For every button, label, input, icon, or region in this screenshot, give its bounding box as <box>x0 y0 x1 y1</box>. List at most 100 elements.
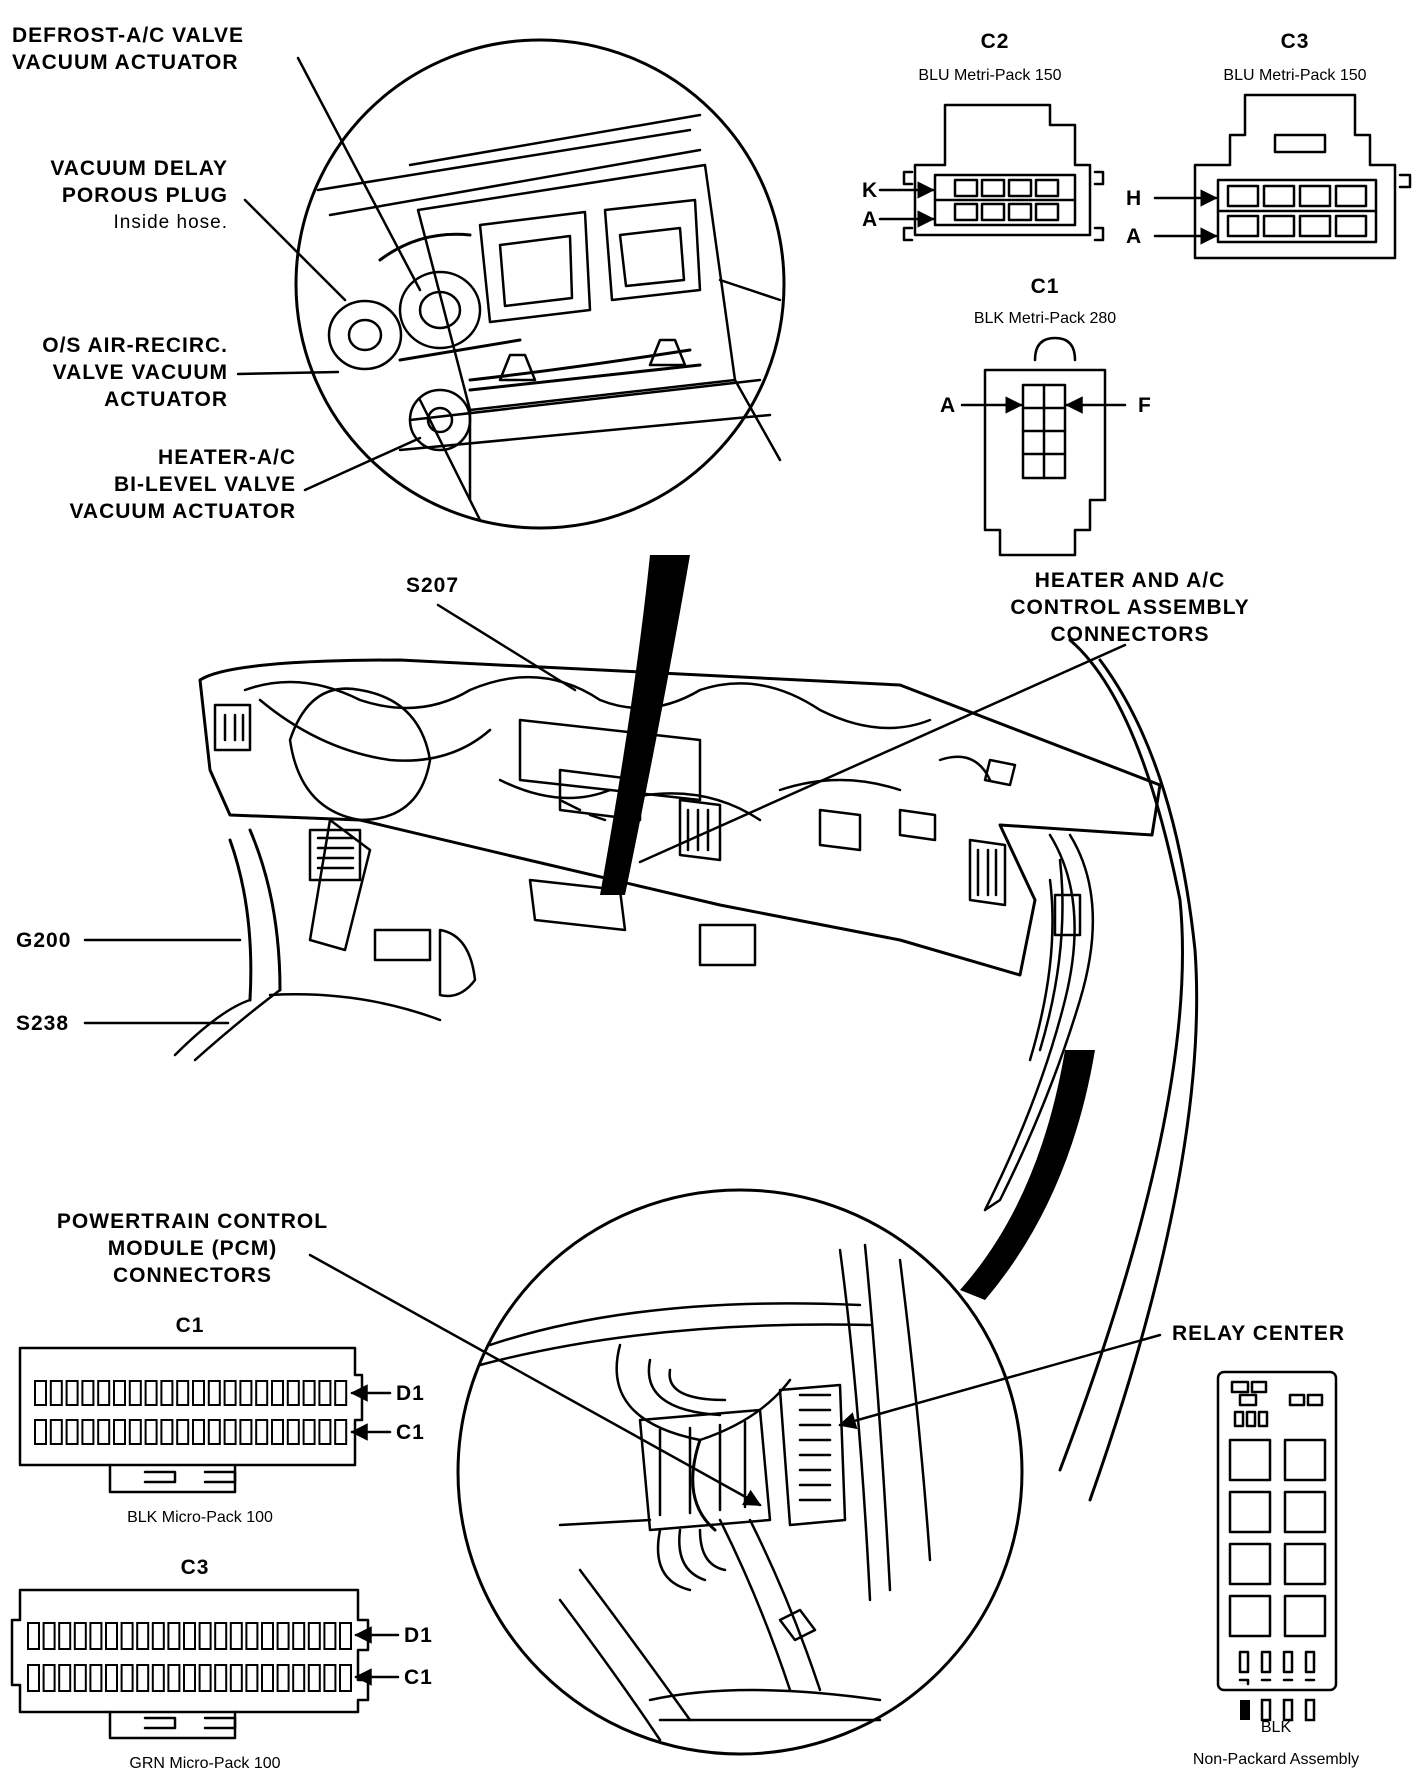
hvac-c1-desc: BLK Metri-Pack 280 <box>973 310 1117 327</box>
pcm-c3-pin-c1: C1 <box>404 1666 433 1689</box>
pin-cavity <box>167 1622 181 1650</box>
pin-cavity <box>323 1664 337 1692</box>
pin-cavity <box>97 1419 111 1445</box>
pin-cavity <box>167 1664 181 1692</box>
pin-cavity <box>302 1419 316 1445</box>
pin-cavity <box>198 1664 212 1692</box>
pin-cavity <box>97 1380 111 1406</box>
pin-cavity <box>176 1419 190 1445</box>
pin-cavity <box>245 1664 259 1692</box>
pin-cavity <box>105 1664 118 1692</box>
relay-dark-fuse <box>1240 1700 1250 1720</box>
relay-center-label: RELAY CENTER <box>1172 1322 1346 1345</box>
relay-center-block <box>1216 1370 1338 1692</box>
pin-cavity <box>307 1664 321 1692</box>
pin-cavity <box>89 1664 103 1692</box>
pin-cavity <box>318 1419 332 1445</box>
pin-cavity <box>89 1622 103 1650</box>
pin-cavity <box>245 1622 259 1650</box>
pin-cavity <box>120 1664 134 1692</box>
pin-cavity <box>276 1664 290 1692</box>
pin-cavity <box>286 1380 300 1406</box>
pcm-detail-circle <box>456 1188 1024 1756</box>
hvac-c2-name: C2 <box>980 30 1010 53</box>
pin-cavity <box>81 1380 95 1406</box>
pin-cavity <box>136 1664 150 1692</box>
pin-cavity <box>65 1380 79 1406</box>
pin-cavity <box>160 1419 174 1445</box>
splice-s207-label: S207 <box>406 574 460 597</box>
hvac-detail-circle <box>294 38 786 530</box>
pin-cavity <box>339 1664 352 1692</box>
pin-cavity <box>27 1664 40 1692</box>
pin-cavity <box>276 1622 290 1650</box>
pcm-c1-pin-c1: C1 <box>396 1421 425 1444</box>
pin-cavity <box>113 1380 126 1406</box>
pin-cavity <box>307 1622 321 1650</box>
pin-cavity <box>271 1380 284 1406</box>
pin-cavity <box>271 1419 284 1445</box>
pcm-c3-pin-d1: D1 <box>404 1624 433 1647</box>
pin-cavity <box>292 1664 306 1692</box>
pin-cavity <box>151 1622 165 1650</box>
pin-cavity <box>286 1419 300 1445</box>
pin-cavity <box>214 1622 228 1650</box>
pin-cavity <box>49 1380 63 1406</box>
pin-cavity <box>34 1380 47 1406</box>
pin-cavity <box>58 1622 72 1650</box>
pin-cavity <box>160 1380 174 1406</box>
pin-cavity <box>42 1622 56 1650</box>
pin-cavity <box>183 1664 196 1692</box>
pin-cavity <box>128 1419 142 1445</box>
pcm-c1-connector <box>18 1346 392 1494</box>
ground-g200-label: G200 <box>16 929 72 952</box>
hvac-c2-desc: BLU Metri-Pack 150 <box>918 67 1062 84</box>
pin-cavity <box>42 1664 56 1692</box>
pin-cavity <box>207 1380 221 1406</box>
relay-desc: Non-Packard Assembly <box>1192 1751 1360 1768</box>
pin-cavity <box>176 1380 190 1406</box>
pin-cavity <box>207 1419 221 1445</box>
pin-cavity <box>323 1622 337 1650</box>
pin-cavity <box>255 1419 269 1445</box>
pin-cavity <box>214 1664 228 1692</box>
pin-cavity <box>229 1664 243 1692</box>
splice-s238-label: S238 <box>16 1012 70 1035</box>
hvac-c3-desc: BLU Metri-Pack 150 <box>1223 67 1367 84</box>
pin-cavity <box>192 1380 205 1406</box>
pin-cavity <box>105 1622 118 1650</box>
hvac-c2-pin-a: A <box>862 208 879 231</box>
pin-cavity <box>239 1419 253 1445</box>
pin-cavity <box>223 1419 237 1445</box>
pin-cavity <box>65 1419 79 1445</box>
pin-cavity <box>183 1622 196 1650</box>
pin-cavity <box>239 1380 253 1406</box>
hvac-c1-name: C1 <box>1030 275 1060 298</box>
pin-cavity <box>339 1622 352 1650</box>
hvac-c2-connector <box>878 103 1105 242</box>
hvac-c1-connector <box>960 336 1127 557</box>
pin-cavity <box>81 1419 95 1445</box>
hvac-c1-pin-a: A <box>940 394 957 417</box>
hvac-c3-pin-a: A <box>1126 225 1143 248</box>
pin-cavity <box>58 1664 72 1692</box>
pin-cavity <box>151 1664 165 1692</box>
hvac-c1-pin-f: F <box>1138 394 1152 417</box>
pin-cavity <box>113 1419 126 1445</box>
pin-cavity <box>255 1380 269 1406</box>
pcm-c3-desc: GRN Micro-Pack 100 <box>129 1755 281 1772</box>
pin-cavity <box>136 1622 150 1650</box>
pcm-c3-name: C3 <box>180 1556 210 1579</box>
pin-cavity <box>229 1622 243 1650</box>
hvac-c3-pin-h: H <box>1126 187 1143 210</box>
pcm-c1-desc: BLK Micro-Pack 100 <box>127 1509 273 1526</box>
pin-cavity <box>120 1622 134 1650</box>
hvac-c3-name: C3 <box>1280 30 1310 53</box>
pcm-c1-name: C1 <box>175 1314 205 1337</box>
pin-cavity <box>318 1380 332 1406</box>
